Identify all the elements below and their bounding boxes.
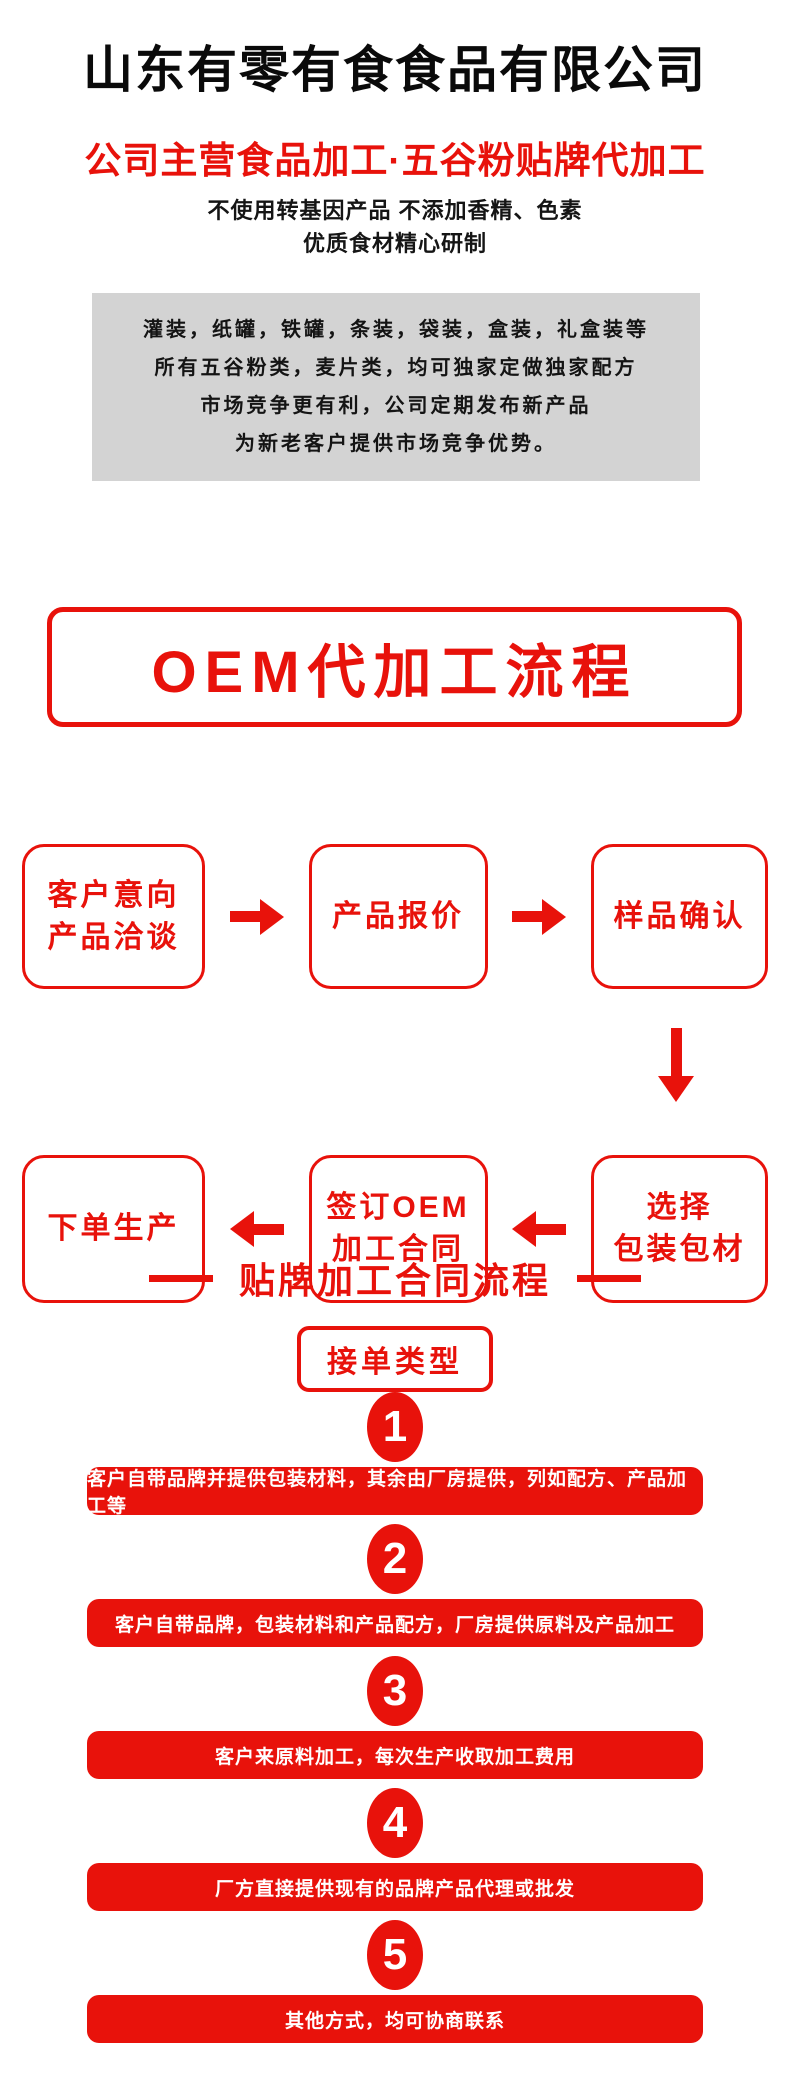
tagline-line-1: 不使用转基因产品 不添加香精、色素	[207, 198, 583, 223]
flow-step-line: 包装包材	[613, 1233, 746, 1266]
contract-flow-title: 贴牌加工合同流程	[238, 1260, 551, 1301]
contract-flow-header: 贴牌加工合同流程	[0, 1252, 790, 1304]
arrow-cell	[488, 1155, 592, 1303]
flow-step-sign-contract: 签订OEM 加工合同	[308, 1155, 488, 1303]
flow-step-choose-packaging: 选择 包装包材	[591, 1155, 768, 1303]
flow-step-line: 下单生产	[47, 1212, 180, 1245]
order-type-box: 接单类型	[297, 1326, 493, 1392]
arrow-down-icon	[658, 1028, 694, 1114]
order-type-label: 接单类型	[327, 1346, 463, 1379]
oem-flow-row-2: 下单生产 签订OEM 加工合同 选择 包装包材	[22, 1155, 768, 1303]
business-subtitle: 公司主营食品加工·五谷粉贴牌代加工	[84, 140, 706, 181]
step-banner: 客户自带品牌，包装材料和产品配方，厂房提供原料及产品加工	[87, 1599, 703, 1647]
tagline: 不使用转基因产品 不添加香精、色素 优质食材精心研制	[0, 194, 790, 260]
flow-step-line: 签订OEM	[326, 1191, 470, 1224]
step-number-badge: 4	[367, 1788, 423, 1858]
order-type-step-4: 4 厂方直接提供现有的品牌产品代理或批发	[87, 1788, 703, 1911]
packaging-info-box: 灌装，纸罐，铁罐，条装，袋装，盒装，礼盒装等 所有五谷粉类，麦片类，均可独家定做…	[92, 293, 700, 481]
header-dash-right	[577, 1274, 641, 1282]
step-banner: 客户来原料加工，每次生产收取加工费用	[87, 1731, 703, 1779]
flow-step-sample-confirm: 样品确认	[591, 844, 768, 989]
step-banner: 其他方式，均可协商联系	[87, 1995, 703, 2043]
oem-flow-title-box: OEM代加工流程	[47, 607, 742, 727]
step-number-badge: 5	[367, 1920, 423, 1990]
arrow-left-icon	[229, 1211, 284, 1247]
order-type-step-3: 3 客户来原料加工，每次生产收取加工费用	[87, 1656, 703, 1779]
order-type-step-5: 5 其他方式，均可协商联系	[87, 1920, 703, 2043]
arrow-right-icon	[229, 898, 284, 935]
order-type-step-1: 1 客户自带品牌并提供包装材料，其余由厂房提供，列如配方、产品加工等	[87, 1392, 703, 1517]
flow-step-line: 选择	[646, 1191, 713, 1224]
arrow-right-icon	[512, 898, 567, 935]
tagline-line-2: 优质食材精心研制	[302, 231, 487, 256]
flow-step-customer-intent: 客户意向 产品洽谈	[22, 844, 205, 989]
info-line: 所有五谷粉类，麦片类，均可独家定做独家配方	[154, 357, 638, 379]
step-banner: 客户自带品牌并提供包装材料，其余由厂房提供，列如配方、产品加工等	[87, 1467, 703, 1517]
flow-step-line: 加工合同	[332, 1233, 464, 1266]
step-number-badge: 1	[367, 1392, 423, 1462]
header-dash-left	[148, 1274, 213, 1282]
flow-step-line: 样品确认	[613, 899, 746, 933]
info-line: 为新老客户提供市场竞争优势。	[235, 433, 557, 455]
step-number-badge: 2	[367, 1524, 423, 1594]
order-type-steps: 1 客户自带品牌并提供包装材料，其余由厂房提供，列如配方、产品加工等 2 客户自…	[0, 1392, 790, 2052]
arrow-cell	[205, 1155, 309, 1303]
oem-flow-row-1: 客户意向 产品洽谈 产品报价 样品确认	[22, 844, 768, 989]
arrow-left-icon	[512, 1211, 567, 1247]
info-line: 市场竞争更有利，公司定期发布新产品	[200, 395, 592, 417]
company-title: 山东有零有食食品有限公司	[83, 42, 707, 98]
order-type-step-2: 2 客户自带品牌，包装材料和产品配方，厂房提供原料及产品加工	[87, 1524, 703, 1647]
flow-step-line: 产品报价	[332, 899, 464, 933]
arrow-cell	[205, 844, 309, 989]
flow-step-place-order: 下单生产	[22, 1155, 205, 1303]
oem-flow-title: OEM代加工流程	[151, 640, 638, 705]
arrow-cell	[488, 844, 592, 989]
flow-step-line: 客户意向	[47, 878, 180, 912]
flow-step-product-quote: 产品报价	[308, 844, 488, 989]
step-banner: 厂方直接提供现有的品牌产品代理或批发	[87, 1863, 703, 1911]
info-line: 灌装，纸罐，铁罐，条装，袋装，盒装，礼盒装等	[143, 319, 649, 341]
flow-step-line: 产品洽谈	[47, 920, 180, 954]
step-number-badge: 3	[367, 1656, 423, 1726]
